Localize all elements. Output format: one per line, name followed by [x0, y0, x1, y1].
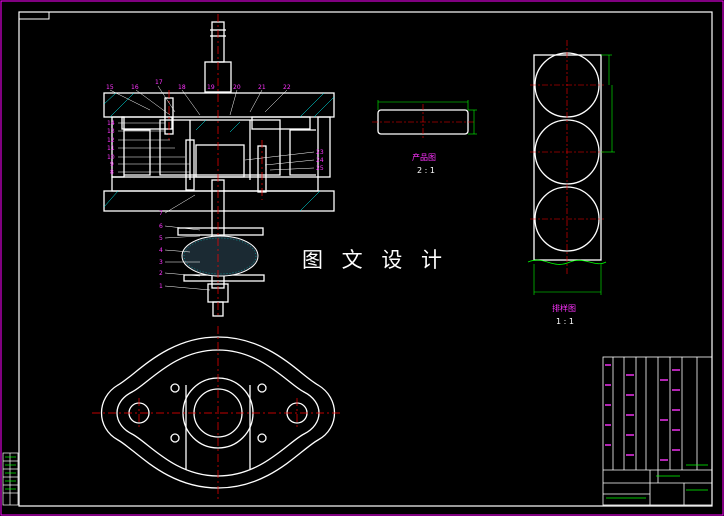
die-assembly-section [103, 21, 335, 317]
rubber-spring [181, 235, 259, 277]
part-8: 8 [110, 169, 114, 176]
part-7: 7 [159, 210, 163, 217]
part-25: 25 [316, 165, 324, 172]
part-4: 4 [159, 247, 163, 254]
section-hatching [103, 92, 335, 212]
part-12: 12 [107, 137, 115, 144]
part-6: 6 [159, 223, 163, 230]
part-10: 10 [107, 154, 115, 161]
part-number-labels: 15 16 17 18 19 20 21 22 14 13 12 11 10 9… [106, 79, 324, 290]
part-22: 22 [283, 84, 291, 91]
title-block-fill [606, 464, 708, 499]
watermark-text: 图 文 设 计 [302, 248, 449, 272]
part-23: 23 [316, 149, 324, 156]
title-block [602, 356, 713, 506]
product-view [372, 100, 477, 140]
plan-centerlines [92, 326, 340, 500]
part-1: 1 [159, 283, 163, 290]
title-block-marks [605, 364, 680, 461]
part-3: 3 [159, 259, 163, 266]
part-14: 14 [107, 120, 115, 127]
part-leaders [109, 85, 315, 291]
assembly-centerlines [168, 14, 263, 318]
part-2: 2 [159, 270, 163, 277]
part-16: 16 [131, 84, 139, 91]
part-13: 13 [107, 128, 115, 135]
layout-view-caption: 排样图 [552, 304, 576, 313]
product-view-scale: 2 : 1 [417, 166, 435, 175]
part-11: 11 [107, 145, 115, 152]
part-17: 17 [155, 79, 163, 86]
part-24: 24 [316, 157, 324, 164]
part-9: 9 [110, 161, 114, 168]
strip-layout-view [527, 40, 615, 295]
product-view-caption: 产品图 [412, 153, 436, 162]
part-21: 21 [258, 84, 266, 91]
layout-view-scale: 1 : 1 [556, 317, 574, 326]
part-15: 15 [106, 84, 114, 91]
part-20: 20 [233, 84, 241, 91]
left-margin-table [2, 452, 19, 506]
part-18: 18 [178, 84, 186, 91]
corner-tag [18, 11, 50, 20]
inner-frame [18, 11, 713, 507]
part-5: 5 [159, 235, 163, 242]
part-19: 19 [207, 84, 215, 91]
